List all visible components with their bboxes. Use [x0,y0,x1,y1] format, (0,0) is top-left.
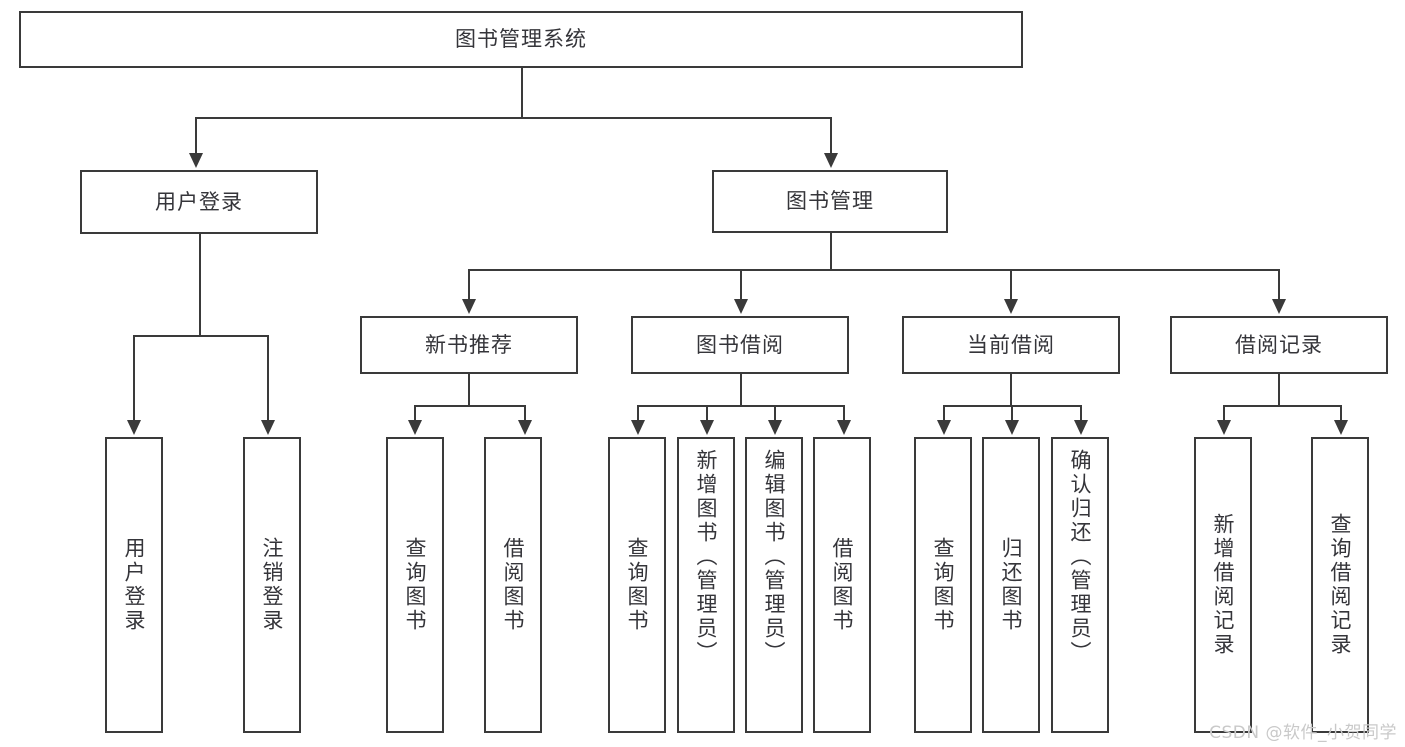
leaf-borrow-book-recommend[interactable]: 借阅图书 [484,437,542,733]
arrow-to-leaf-query-record [1334,420,1348,435]
leaf-edit-book-admin[interactable]: 编辑图书（管理员） [745,437,803,733]
connector-nbr-bar [414,405,524,407]
connector-book-manage-stem [830,233,832,269]
arrow-to-leaf-query-book-nbr [408,420,422,435]
connector-bm-to-borrow-record [1278,269,1280,301]
arrow-to-current-borrow [1004,299,1018,314]
leaf-add-book-admin[interactable]: 新增图书（管理员） [677,437,735,733]
connector-cb-leaf3 [1080,405,1082,422]
node-label: 用户登录 [155,189,243,214]
leaf-add-borrow-record[interactable]: 新增借阅记录 [1194,437,1252,733]
arrow-to-new-book-rec [462,299,476,314]
connector-root-stem [521,68,523,117]
node-root-system[interactable]: 图书管理系统 [19,11,1023,68]
leaf-label: 编辑图书（管理员） [762,449,787,665]
node-user-login[interactable]: 用户登录 [80,170,318,234]
leaf-logout[interactable]: 注销登录 [243,437,301,733]
leaf-label: 新增借阅记录 [1211,513,1236,657]
leaf-label: 归还图书 [999,537,1024,633]
arrow-to-leaf-user-login [127,420,141,435]
arrow-to-leaf-query-book-cb [937,420,951,435]
connector-br-leaf1 [1223,405,1225,422]
leaf-label: 借阅图书 [501,537,526,633]
connector-root-to-user-login [195,117,197,155]
connector-nbr-leaf2 [524,405,526,422]
connector-bm-to-current-borrow [1010,269,1012,301]
leaf-query-borrow-record[interactable]: 查询借阅记录 [1311,437,1369,733]
arrow-to-book-borrow [734,299,748,314]
arrow-to-leaf-query-book-bb [631,420,645,435]
node-label: 当前借阅 [967,332,1055,357]
connector-cb-leaf2 [1011,405,1013,422]
connector-bb-leaf1 [637,405,639,422]
connector-bb-bar [637,405,843,407]
leaf-query-book-recommend[interactable]: 查询图书 [386,437,444,733]
leaf-label: 借阅图书 [830,537,855,633]
connector-br-bar [1223,405,1340,407]
connector-user-login-leaf1 [133,335,135,422]
node-label: 图书借阅 [696,332,784,357]
leaf-label: 确认归还（管理员） [1068,449,1093,665]
connector-user-login-bar [133,335,267,337]
leaf-label: 注销登录 [260,537,285,633]
arrow-to-leaf-borrow-book-nbr [518,420,532,435]
leaf-label: 查询借阅记录 [1328,513,1353,657]
node-label: 借阅记录 [1235,332,1323,357]
connector-bb-leaf2 [706,405,708,422]
arrow-to-leaf-confirm-return [1074,420,1088,435]
connector-cb-stem [1010,374,1012,405]
connector-user-login-stem [199,234,201,335]
connector-root-bar [195,117,831,119]
leaf-label: 查询图书 [403,537,428,633]
leaf-user-login[interactable]: 用户登录 [105,437,163,733]
connector-cb-leaf1 [943,405,945,422]
connector-bb-leaf4 [843,405,845,422]
arrow-to-leaf-return-book [1005,420,1019,435]
connector-br-leaf2 [1340,405,1342,422]
node-book-manage[interactable]: 图书管理 [712,170,948,233]
leaf-query-book-borrow[interactable]: 查询图书 [608,437,666,733]
node-borrow-record[interactable]: 借阅记录 [1170,316,1388,374]
arrow-to-leaf-edit-book [768,420,782,435]
node-current-borrow[interactable]: 当前借阅 [902,316,1120,374]
connector-nbr-stem [468,374,470,405]
arrow-to-leaf-borrow-book-bb [837,420,851,435]
arrow-to-user-login [189,153,203,168]
leaf-label: 查询图书 [625,537,650,633]
leaf-label: 用户登录 [122,537,147,633]
leaf-label: 查询图书 [931,537,956,633]
leaf-return-book[interactable]: 归还图书 [982,437,1040,733]
node-label: 图书管理系统 [455,27,587,52]
connector-book-manage-bar [468,269,1279,271]
arrow-to-leaf-add-book [700,420,714,435]
node-new-book-recommend[interactable]: 新书推荐 [360,316,578,374]
connector-bm-to-new-book [468,269,470,301]
leaf-label: 新增图书（管理员） [694,449,719,665]
arrow-to-book-manage [824,153,838,168]
arrow-to-leaf-add-record [1217,420,1231,435]
connector-nbr-leaf1 [414,405,416,422]
connector-user-login-leaf2 [267,335,269,422]
arrow-to-leaf-logout [261,420,275,435]
connector-bb-leaf3 [774,405,776,422]
connector-br-stem [1278,374,1280,405]
leaf-borrow-book-borrow[interactable]: 借阅图书 [813,437,871,733]
connector-bm-to-book-borrow [740,269,742,301]
node-label: 新书推荐 [425,332,513,357]
leaf-query-book-current[interactable]: 查询图书 [914,437,972,733]
node-label: 图书管理 [786,189,874,214]
leaf-confirm-return-admin[interactable]: 确认归还（管理员） [1051,437,1109,733]
arrow-to-borrow-record [1272,299,1286,314]
connector-bb-stem [740,374,742,405]
connector-root-to-book-manage [830,117,832,155]
node-book-borrow[interactable]: 图书借阅 [631,316,849,374]
